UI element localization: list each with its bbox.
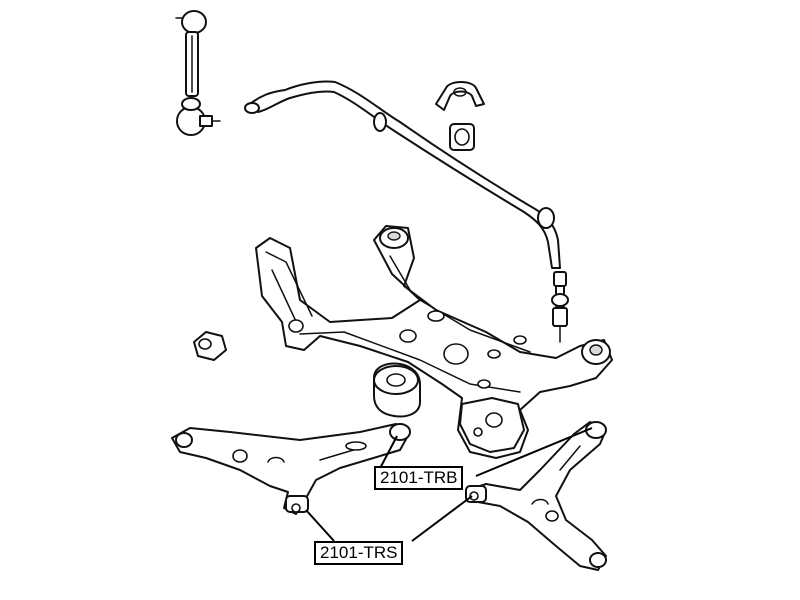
leader-trs-left: [305, 509, 335, 542]
part-number-label-trb: 2101-TRB: [374, 466, 464, 490]
right-lower-control-arm: [465, 421, 607, 571]
stabilizer-bar: [244, 80, 561, 269]
subframe: [255, 225, 613, 459]
left-lower-control-arm: [171, 423, 411, 515]
leader-trb-right: [475, 427, 593, 477]
bar-bushing: [449, 123, 475, 151]
loose-bushing-large: [373, 362, 421, 418]
bar-clamp: [435, 81, 485, 111]
loose-bushing-left: [193, 331, 227, 361]
drop-link: [551, 271, 569, 343]
stabilizer-link: [175, 10, 221, 136]
leader-trs-right: [411, 495, 473, 542]
part-number-label-trs: 2101-TRS: [314, 541, 404, 565]
